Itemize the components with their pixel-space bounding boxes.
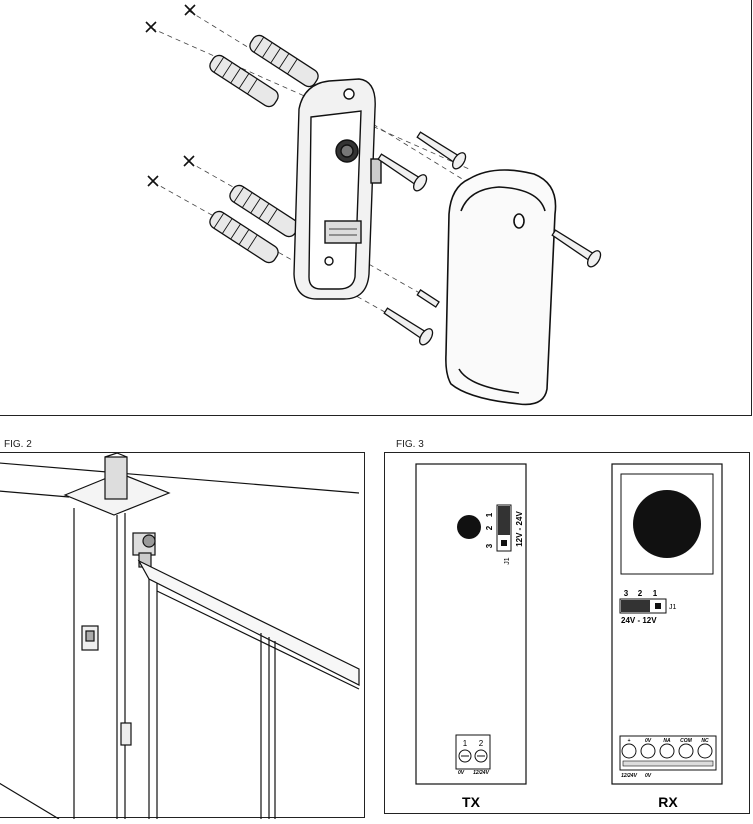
tx-board: 1 2 3 J1 12V - 24V 1 2 0V 12/24V TX [415,463,527,810]
fig2-label: FIG. 2 [4,439,32,450]
photocell-base-icon [293,78,382,300]
rx-terminal-label-supply: 12/24V [621,773,638,779]
drill-mark-icons [145,4,196,187]
rx-terminal-label-0v-bottom: 0V [645,773,652,779]
rx-terminal-label-na: NA [663,738,671,744]
jumper-icon [619,598,667,614]
fig3-label: FIG. 3 [396,439,424,450]
rx-jumper-tag: J1 [669,604,677,611]
jumper-icon [496,504,512,552]
rx-terminal-label-com: COM [680,738,693,744]
tx-terminal-number-1: 1 [463,739,468,748]
tx-jumper-pin-3: 3 [485,543,494,548]
hinge-icon [132,532,156,568]
tx-board-label: TX [462,794,481,810]
rx-jumper-pin-1: 1 [653,589,658,598]
rx-jumper-pin-3: 3 [624,589,629,598]
rx-jumper-pin-2: 2 [638,589,643,598]
fig3-drawing: 1 2 3 J1 12V - 24V 1 2 0V 12/24V TX 3 [415,463,723,810]
rx-board: 3 2 1 J1 24V - 12V + 0V NA [611,463,723,810]
screw-icon [377,131,602,346]
rx-voltage-label: 24V - 12V [621,616,657,625]
tx-terminal-label-0v: 0V [458,770,465,776]
tx-jumper-pin-2: 2 [485,525,494,530]
lens-icon [457,515,481,539]
tx-voltage-label: 12V - 24V [515,511,524,547]
tx-jumper-tag: J1 [504,557,511,565]
rx-board-label: RX [658,794,678,810]
lens-icon [633,490,701,558]
fig3-boards-panel: 1 2 3 J1 12V - 24V 1 2 0V 12/24V TX 3 [384,452,750,814]
rx-terminal-label-0v: 0V [645,738,652,744]
tx-terminal-label-supply: 12/24V [473,770,490,776]
tx-jumper-pin-1: 1 [485,512,494,517]
wall-plug-icon [209,34,319,264]
photocell-mounted-icon [81,625,132,746]
photocell-cover-icon [445,169,557,406]
rx-terminal-label-nc: NC [701,738,709,744]
tx-terminal-number-2: 2 [479,739,484,748]
terminal-block-icon [455,734,491,770]
fig2-drawing [0,452,360,820]
terminal-block-icon [619,735,717,771]
fig1-exploded-view-panel [0,0,752,416]
fig2-gate-panel [0,452,365,820]
rx-terminal-label-plus: + [628,738,631,744]
gate-post-icon [63,452,171,819]
fig1-drawing [145,4,602,406]
